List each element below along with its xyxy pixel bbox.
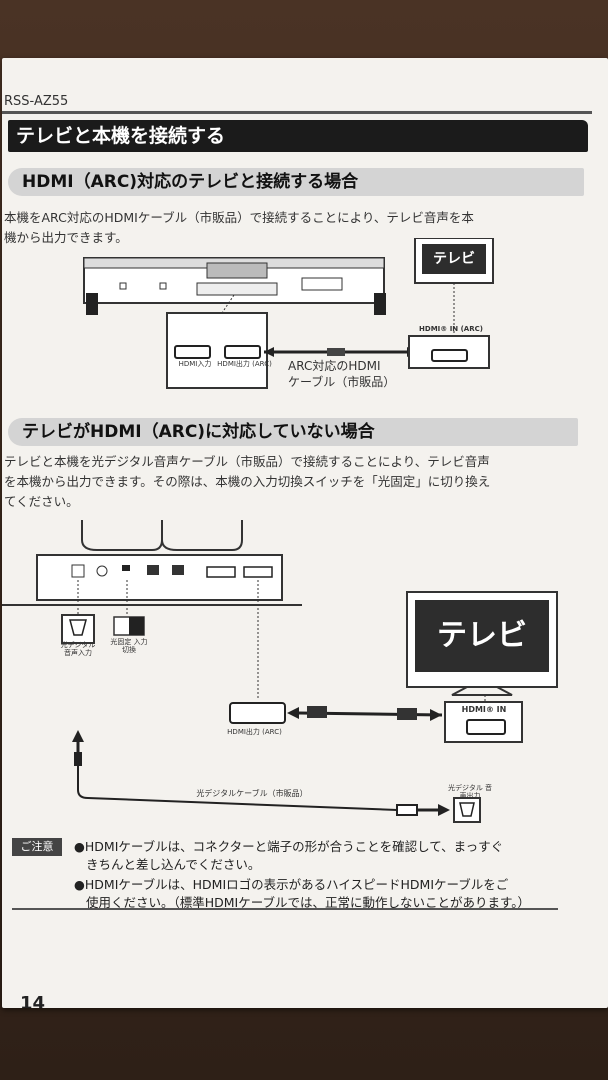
note-2: ●HDMIケーブルは、HDMIロゴの表示があるハイスピードHDMIケーブルをご …: [74, 876, 574, 912]
note2-line1: ●HDMIケーブルは、HDMIロゴの表示があるハイスピードHDMIケーブルをご: [74, 877, 509, 892]
note1-line1: ●HDMIケーブルは、コネクターと端子の形が合うことを確認して、まっすぐ: [74, 839, 504, 854]
arc-text-line2: 機から出力できます。: [4, 230, 128, 245]
caution-label: ご注意: [12, 838, 62, 856]
section-title: テレビと本機を接続する: [8, 120, 588, 152]
optical-in-port-icon: [61, 614, 95, 644]
tv-hdmi-in-port-icon: [466, 719, 506, 735]
arc-text-line1: 本機をARC対応のHDMIケーブル（市販品）で接続することにより、テレビ音声を本: [4, 210, 474, 225]
optical-out-port-icon: [453, 797, 481, 823]
hdmi-out-arc-label-2: HDMI出力 (ARC): [227, 728, 282, 736]
switch-label: 光固定 入力切換: [110, 638, 148, 654]
note2-line2: 使用ください。（標準HDMIケーブルでは、正常に動作しないことがあります。）: [86, 895, 530, 910]
note1-line2: きちんと差し込んでください。: [86, 857, 261, 872]
notes-bottom-rule: [12, 908, 558, 910]
hdmi-in-port-icon: [174, 345, 211, 359]
header-rule: [2, 111, 592, 114]
hdmi-out-port-icon: [224, 345, 261, 359]
manual-page: RSS-AZ55 テレビと本機を接続する HDMI（ARC)対応のテレビと接続す…: [2, 58, 608, 1008]
soundbar-hdmi-out-port-icon: [229, 702, 286, 724]
nonarc-text-line3: てください。: [4, 494, 79, 509]
nonarc-text-line2: を本機から出力できます。その際は、本機の入力切換スイッチを「光固定」に切り換え: [4, 474, 491, 489]
tv-hdmi-arc-label: HDMI® IN (ARC): [419, 325, 483, 333]
optical-in-label: 光デジタル 音声入力: [60, 641, 96, 657]
note-1: ●HDMIケーブルは、コネクターと端子の形が合うことを確認して、まっすぐ きちん…: [74, 838, 574, 874]
arc-cable-line2: ケーブル（市販品）: [288, 375, 396, 389]
page-number: 14: [20, 993, 46, 1008]
hdmi-in-label: HDMI入力: [178, 360, 212, 368]
arc-description: 本機をARC対応のHDMIケーブル（市販品）で接続することにより、テレビ音声を本…: [4, 208, 594, 248]
soundbar-right-foot: [374, 293, 386, 315]
tv-hdmi-in-label: HDMI® IN: [461, 705, 507, 714]
non-arc-description: テレビと本機を光デジタル音声ケーブル（市販品）で接続することにより、テレビ音声 …: [4, 452, 594, 512]
optical-cable-label: 光デジタルケーブル（市販品）: [196, 789, 308, 798]
tv-hdmi-arc-port-icon: [431, 349, 468, 362]
optical-out-label: 光デジタル 音声出力: [447, 784, 493, 800]
nonarc-text-line1: テレビと本機を光デジタル音声ケーブル（市販品）で接続することにより、テレビ音声: [4, 454, 490, 469]
arc-cable-label: ARC対応のHDMI ケーブル（市販品）: [288, 358, 395, 390]
soundbar-left-foot: [86, 293, 98, 315]
tv-label-large: テレビ: [415, 600, 549, 672]
hdmi-out-arc-label: HDMI出力 (ARC): [217, 360, 272, 368]
model-number: RSS-AZ55: [4, 94, 69, 109]
subheading-arc: HDMI（ARC)対応のテレビと接続する場合: [8, 168, 584, 196]
tv-label-small: テレビ: [422, 244, 486, 274]
subheading-non-arc: テレビがHDMI（ARC)に対応していない場合: [8, 418, 578, 446]
arc-cable-line1: ARC対応のHDMI: [288, 359, 381, 373]
